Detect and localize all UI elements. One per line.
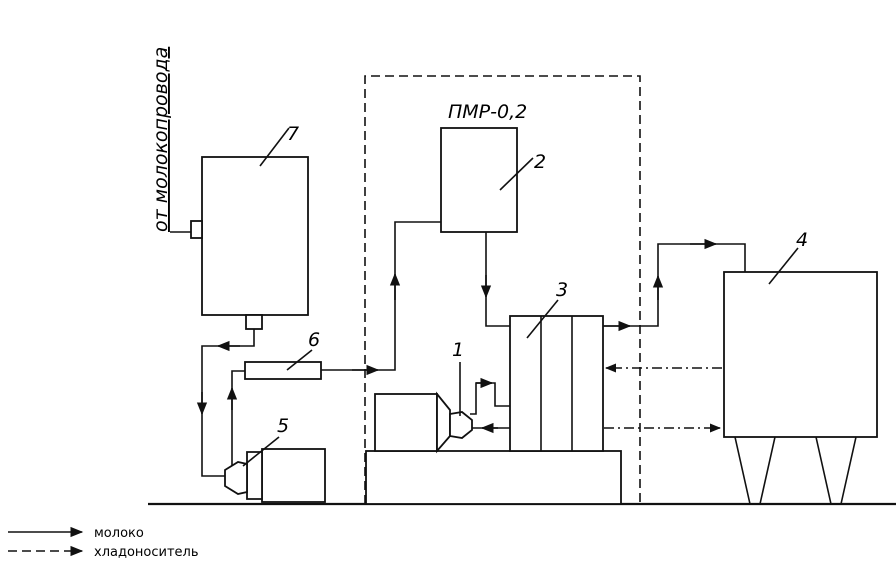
inlet-label: от молокопровода xyxy=(150,47,172,232)
pump-1-motor xyxy=(374,393,438,452)
label-6: 6 xyxy=(308,329,320,351)
label-4: 4 xyxy=(796,229,808,251)
pipe-7-to-5 xyxy=(201,329,255,477)
pump-1-coupling xyxy=(436,391,451,454)
pipe-3-to-4 xyxy=(603,243,746,327)
pump-5 xyxy=(224,461,248,495)
leader-4 xyxy=(768,247,799,285)
pump-1 xyxy=(449,411,473,439)
leader-6 xyxy=(286,349,313,371)
leader-3 xyxy=(526,299,559,339)
pipe-1-to-3-upper xyxy=(470,382,510,415)
leader-2 xyxy=(499,157,534,191)
pump-5-motor xyxy=(261,448,326,503)
tank-4-leg-left xyxy=(734,436,776,505)
unit-boundary xyxy=(364,75,641,504)
tank-2 xyxy=(440,127,518,233)
unit-base xyxy=(365,450,622,505)
pipe-2-to-3 xyxy=(485,232,510,327)
legend-coolant-label: хладоноситель xyxy=(94,545,199,560)
label-7: 7 xyxy=(287,123,299,145)
label-5: 5 xyxy=(277,415,289,437)
tank-4 xyxy=(723,271,878,438)
tank-7 xyxy=(201,156,309,316)
pipe-6-to-2 xyxy=(321,221,441,371)
tank-7-outlet xyxy=(245,314,263,330)
leader-7 xyxy=(259,127,290,167)
label-1: 1 xyxy=(452,339,464,361)
cooler-3 xyxy=(509,315,604,452)
legend-milk-label: молоко xyxy=(94,526,144,541)
leader-5 xyxy=(242,436,280,467)
label-3: 3 xyxy=(556,279,568,301)
tank-4-leg-right xyxy=(815,436,857,505)
pipe-5-to-6 xyxy=(231,370,245,466)
pump-5-housing xyxy=(246,451,263,500)
tank-7-inlet xyxy=(190,220,203,239)
unit-label: ПМР-0,2 xyxy=(448,101,527,123)
filter-6 xyxy=(244,361,322,380)
label-2: 2 xyxy=(534,151,546,173)
